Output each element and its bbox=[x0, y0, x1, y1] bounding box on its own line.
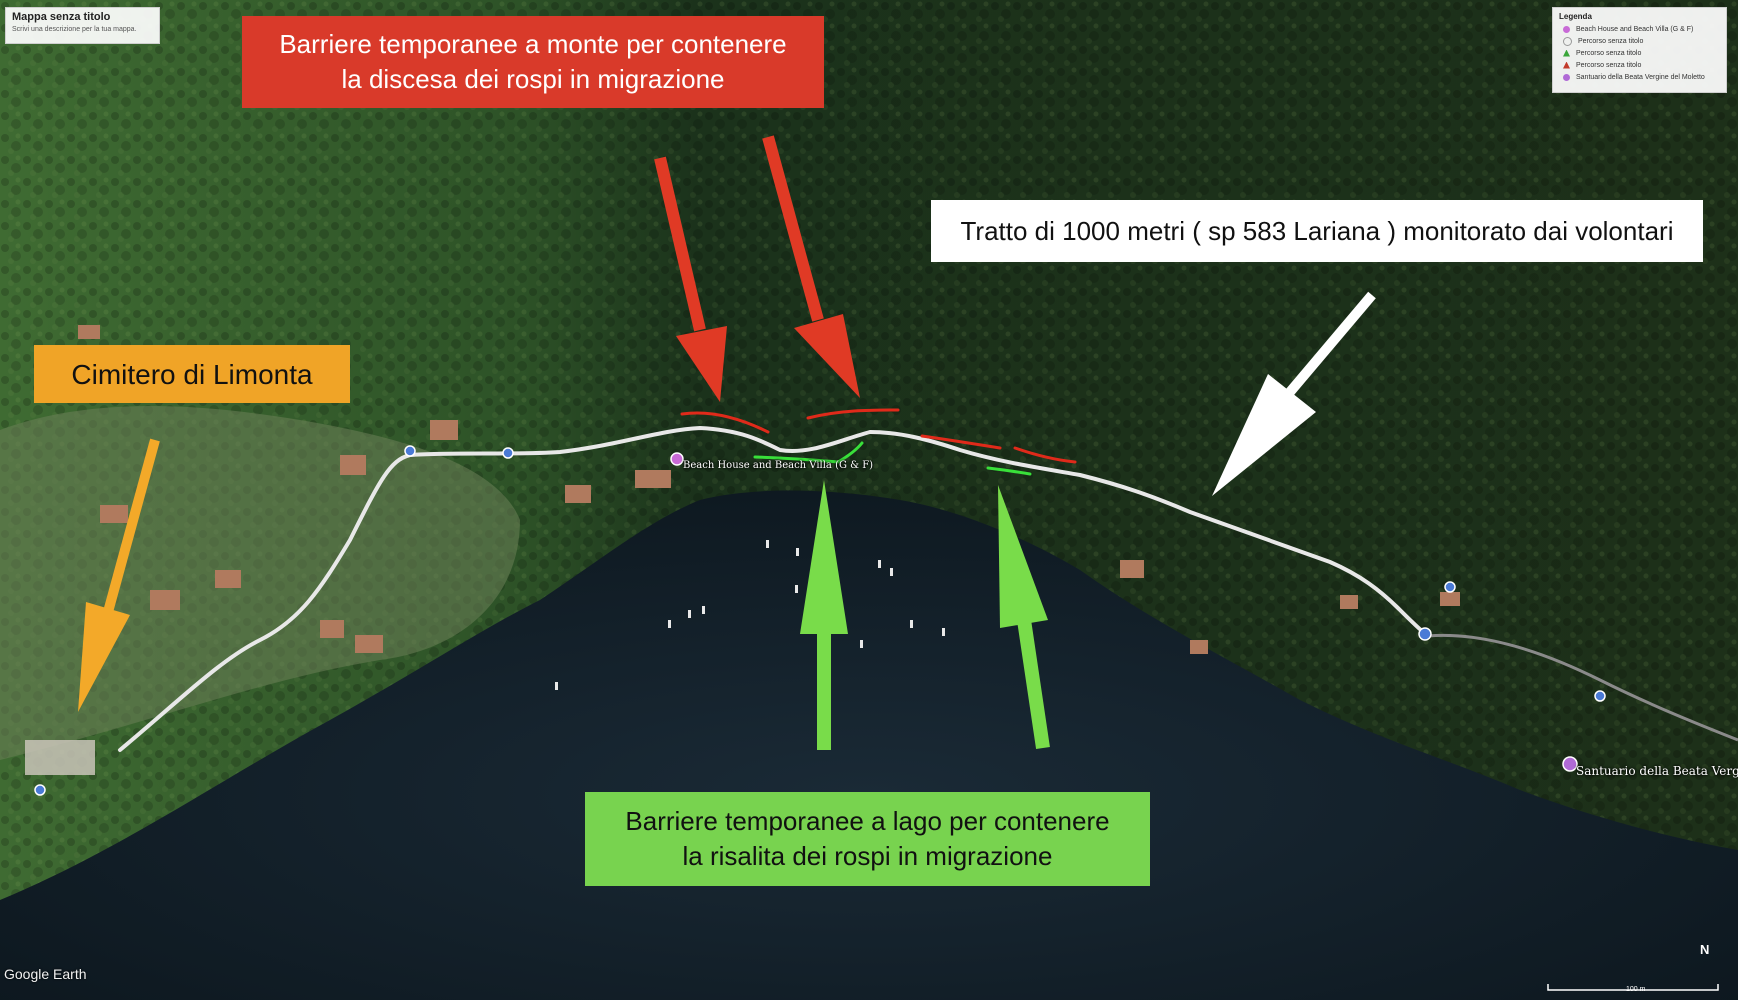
beach-house-label[interactable]: Beach House and Beach Villa (G & F) bbox=[683, 460, 874, 471]
beach-house-poi-icon[interactable] bbox=[670, 452, 684, 466]
map-description: Scrivi una descrizione per la tua mappa. bbox=[12, 26, 137, 33]
green-barrier-1 bbox=[753, 441, 864, 464]
village-area bbox=[0, 406, 520, 760]
google-earth-logo: Google Earth bbox=[4, 966, 87, 982]
lakeside-barriers-callout: Barriere temporanee a lago per contenere… bbox=[585, 792, 1150, 886]
green-barriers bbox=[753, 441, 1032, 476]
legend-item-label: Percorso senza titolo bbox=[1576, 61, 1642, 69]
map-title: Mappa senza titolo bbox=[12, 11, 111, 23]
callout-text-line2: la discesa dei rospi in migrazione bbox=[341, 64, 725, 94]
bus-stop-icon[interactable] bbox=[502, 447, 514, 459]
north-arrow-icon[interactable]: N bbox=[1700, 942, 1710, 957]
orange-arrow bbox=[78, 438, 160, 712]
red-arrow-2 bbox=[762, 135, 860, 398]
buildings bbox=[78, 325, 1460, 654]
legend-item-label: Percorso senza titolo bbox=[1578, 37, 1644, 45]
legend-item[interactable]: Percorso senza titolo bbox=[1559, 35, 1720, 47]
cemetery-callout: Cimitero di Limonta bbox=[34, 345, 350, 403]
callout-text-line2: la risalita dei rospi in migrazione bbox=[682, 841, 1053, 871]
monitored-stretch-callout: Tratto di 1000 metri ( sp 583 Lariana ) … bbox=[931, 200, 1703, 262]
callout-text-line1: Cimitero di Limonta bbox=[71, 358, 313, 390]
legend-item-label: Percorso senza titolo bbox=[1576, 49, 1642, 57]
green-barrier-2 bbox=[986, 466, 1032, 476]
scale-bar bbox=[1547, 984, 1719, 991]
green-triangle-icon bbox=[1563, 49, 1570, 57]
bus-stop-icon[interactable] bbox=[34, 784, 46, 796]
callout-text-line1: Tratto di 1000 metri ( sp 583 Lariana ) … bbox=[960, 215, 1674, 246]
santuario-poi-icon[interactable] bbox=[1562, 756, 1578, 772]
red-arrow-1 bbox=[654, 156, 727, 402]
legend-item-label: Beach House and Beach Villa (G & F) bbox=[1576, 25, 1694, 33]
white-arrow bbox=[1212, 291, 1376, 496]
pink-poi-icon bbox=[1563, 25, 1570, 33]
boats bbox=[555, 540, 945, 690]
legend-item[interactable]: Santuario della Beata Vergine del Molett… bbox=[1559, 71, 1720, 83]
bus-stop-icon[interactable] bbox=[404, 445, 416, 457]
legend-item[interactable]: Percorso senza titolo bbox=[1559, 47, 1720, 59]
grey-circle-icon bbox=[1563, 36, 1572, 46]
legend-item[interactable]: Beach House and Beach Villa (G & F) bbox=[1559, 23, 1720, 35]
legend-title: Legenda bbox=[1559, 12, 1592, 21]
santuario-label[interactable]: Santuario della Beata Vergine bbox=[1576, 764, 1738, 778]
red-barrier-1 bbox=[680, 411, 770, 434]
legend-item[interactable]: Percorso senza titolo bbox=[1559, 59, 1720, 71]
marker-icon[interactable] bbox=[1594, 690, 1606, 702]
callout-text-line1: Barriere temporanee a monte per contener… bbox=[279, 29, 787, 59]
map-title-panel[interactable]: Mappa senza titolo Scrivi una descrizion… bbox=[5, 7, 160, 44]
scale-label: 100 m bbox=[1626, 986, 1646, 993]
red-barrier-4 bbox=[1013, 446, 1077, 464]
legend-panel[interactable]: Legenda Beach House and Beach Villa (G &… bbox=[1552, 7, 1727, 93]
green-arrow-1 bbox=[800, 480, 848, 750]
marker-icon[interactable] bbox=[1444, 581, 1456, 593]
red-barrier-3 bbox=[920, 434, 1002, 450]
cemetery bbox=[25, 740, 95, 775]
purple-poi-icon bbox=[1563, 73, 1570, 81]
red-barrier-2 bbox=[806, 408, 900, 420]
road-continuation bbox=[1427, 633, 1738, 742]
legend-item-label: Santuario della Beata Vergine del Molett… bbox=[1576, 73, 1705, 81]
callout-text-line1: Barriere temporanee a lago per contenere bbox=[625, 806, 1110, 836]
road-sp583 bbox=[118, 425, 1430, 752]
upstream-barriers-callout: Barriere temporanee a monte per contener… bbox=[242, 16, 824, 108]
red-triangle-icon bbox=[1563, 61, 1570, 69]
red-barriers bbox=[680, 408, 1077, 464]
bus-stop-icon[interactable] bbox=[1418, 627, 1432, 641]
green-arrow-2 bbox=[998, 485, 1050, 750]
lake-water bbox=[0, 490, 1738, 1000]
